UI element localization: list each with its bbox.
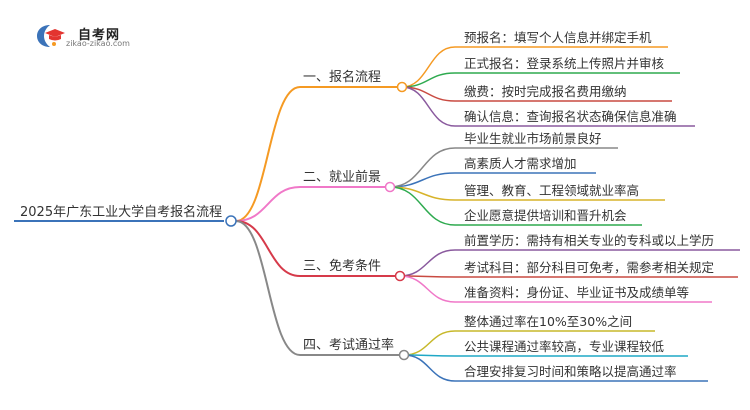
branch-label: 二、就业前景 [303,169,381,185]
branch-node [394,270,406,282]
root-branch-connector [235,220,301,356]
leaf-label: 企业愿意提供培训和晋升机会 [464,208,627,223]
leaf-label: 合理安排复习时间和策略以提高通过率 [464,364,677,379]
branch-node [398,349,410,361]
leaf-connector [401,86,456,127]
leaf-label: 缴费：按时完成报名费用缴纳 [464,84,627,99]
leaf-label: 考试科目：部分科目可免考，需参考相关规定 [464,260,714,275]
leaf-connector [401,46,456,88]
branch-node [396,81,408,93]
leaf-label: 整体通过率在10%至30%之间 [464,314,632,329]
brand-url: zikao-zikao.com [66,39,130,48]
branch-label: 三、免考条件 [303,258,381,274]
leaf-label: 管理、教育、工程领域就业率高 [464,183,639,198]
graduation-cap-icon [37,25,65,47]
branch-label: 一、报名流程 [303,69,381,85]
leaf-connector [403,354,456,382]
leaf-connector [389,147,456,188]
root-node [225,215,237,227]
leaf-label: 确认信息：查询报名状态确保信息准确 [464,109,677,124]
leaf-label: 前置学历：需持有相关专业的专科或以上学历 [464,233,714,248]
leaf-label: 公共课程通过率较高，专业课程较低 [464,339,665,354]
leaf-label: 正式报名：登录系统上传照片并审核 [464,56,665,71]
brand-name: 自考网 [78,28,121,43]
leaf-label: 准备资料：身份证、毕业证书及成绩单等 [464,285,689,300]
root-label: 2025年广东工业大学自考报名流程 [20,204,222,220]
leaf-connector [389,186,456,226]
brand-logo: 自考网 zikao-zikao.com [34,22,154,52]
root-branch-connector [235,186,301,222]
root-branch-connector [235,86,301,222]
leaf-label: 毕业生就业市场前景良好 [464,131,602,146]
branch-node [384,181,396,193]
leaf-connector [399,249,456,277]
root-branch-connector [235,220,301,277]
branch-label: 四、考试通过率 [303,337,394,353]
leaf-connector [399,275,456,303]
leaf-connector [403,330,456,356]
leaf-label: 高素质人才需求增加 [464,156,577,171]
leaf-label: 预报名：填写个人信息并绑定手机 [464,30,652,45]
